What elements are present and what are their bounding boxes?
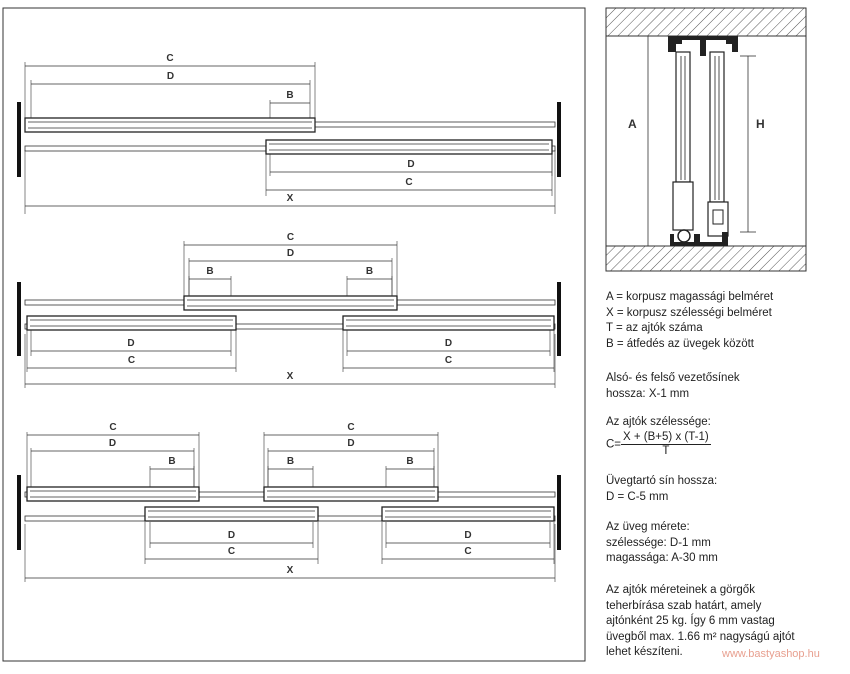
glass-height: magassága: A-30 mm — [606, 552, 718, 564]
legend-glass-holder: Üvegtartó sín hossza: D = C-5 mm — [606, 474, 717, 505]
rail-length-formula: hossza: X-1 mm — [606, 387, 690, 400]
door-width-title: Az ajtók szélessége: — [606, 416, 711, 428]
door-panel — [26, 486, 200, 502]
def-t: T = az ajtók száma — [606, 322, 703, 334]
h-label: H — [756, 117, 765, 131]
def-a: A = korpusz magassági belméret — [606, 291, 774, 303]
rail-length-title: Alsó- és felső vezetősínek — [606, 372, 740, 384]
drawing-frame — [2, 7, 586, 662]
dim-b-label: B — [168, 456, 175, 467]
formula-numerator: X + (B+5) x (T-1) — [621, 430, 711, 445]
dim-b-label: B — [286, 90, 293, 101]
dim-c-label: C — [405, 177, 412, 188]
def-b: B = átfedés az üvegek között — [606, 337, 754, 350]
dim-b-label: B — [206, 266, 213, 277]
glass-holder-formula: D = C-5 mm — [606, 490, 669, 503]
door-panel — [144, 506, 319, 522]
door-panel — [265, 139, 553, 155]
rail — [24, 323, 556, 330]
dim-b-label: B — [406, 456, 413, 467]
door-panel — [342, 315, 555, 331]
wall — [557, 282, 561, 356]
dim-c-label: C — [347, 422, 354, 433]
formula-denominator: T — [662, 444, 670, 457]
dim-c-label: C — [445, 355, 452, 366]
glass-width: szélessége: D-1 mm — [606, 536, 711, 549]
dim-c-label: C — [287, 232, 294, 243]
dim-b-label: B — [287, 456, 294, 467]
legend-door-width: Az ajtók szélessége: C=X + (B+5) x (T-1)… — [606, 415, 711, 458]
door-width-formula: C=X + (B+5) x (T-1)T — [606, 431, 711, 458]
glass-size-title: Az üveg mérete: — [606, 521, 690, 533]
dim-c-label: C — [166, 53, 173, 64]
dim-d-label: D — [167, 71, 174, 82]
dim-d-label: D — [109, 438, 116, 449]
legend-glass-size: Az üveg mérete: szélessége: D-1 mm magas… — [606, 520, 718, 567]
wall — [557, 475, 561, 550]
dim-d-label: D — [127, 338, 134, 349]
dim-c-label: C — [464, 546, 471, 557]
dim-c-label: C — [109, 422, 116, 433]
note-line: ajtónként 25 kg. Így 6 mm vastag — [606, 615, 775, 627]
note-line: üvegből max. 1.66 m² nagyságú ajtót — [606, 630, 795, 643]
formula-prefix: C= — [606, 438, 622, 451]
legend-note: Az ajtók méreteinek a görgők teherbírása… — [606, 583, 795, 661]
a-label: A — [628, 117, 637, 131]
dim-b-label: B — [366, 266, 373, 277]
dim-d-label: D — [228, 530, 235, 541]
wall — [17, 102, 21, 177]
dim-d-label: D — [464, 530, 471, 541]
door-panel — [183, 295, 398, 311]
dim-d-label: D — [347, 438, 354, 449]
dim-x-label: X — [287, 565, 294, 576]
note-line: teherbírása szab határt, amely — [606, 599, 762, 612]
cross-section: A H — [605, 7, 807, 272]
note-line: Az ajtók méreteinek a görgők — [606, 584, 755, 596]
dim-d-label: D — [287, 248, 294, 259]
door-panel — [26, 315, 237, 331]
legend-rail-length: Alsó- és felső vezetősínek hossza: X-1 m… — [606, 371, 740, 402]
dim-d-label: D — [407, 159, 414, 170]
dim-c-label: C — [228, 546, 235, 557]
door-panel — [381, 506, 555, 522]
wall — [17, 282, 21, 356]
def-x: X = korpusz szélességi belméret — [606, 306, 772, 319]
door-panel — [263, 486, 439, 502]
wall — [17, 475, 21, 550]
wall — [557, 102, 561, 177]
door-panel — [24, 117, 316, 133]
dim-x-label: X — [287, 371, 294, 382]
glass-holder-title: Üvegtartó sín hossza: — [606, 475, 718, 487]
legend-definitions: A = korpusz magassági belméret X = korpu… — [606, 290, 773, 352]
dim-c-label: C — [128, 355, 135, 366]
dim-d-label: D — [445, 338, 452, 349]
watermark: www.bastyashop.hu — [722, 648, 820, 660]
dim-x-label: X — [287, 193, 294, 204]
note-line: lehet készíteni. — [606, 646, 683, 658]
